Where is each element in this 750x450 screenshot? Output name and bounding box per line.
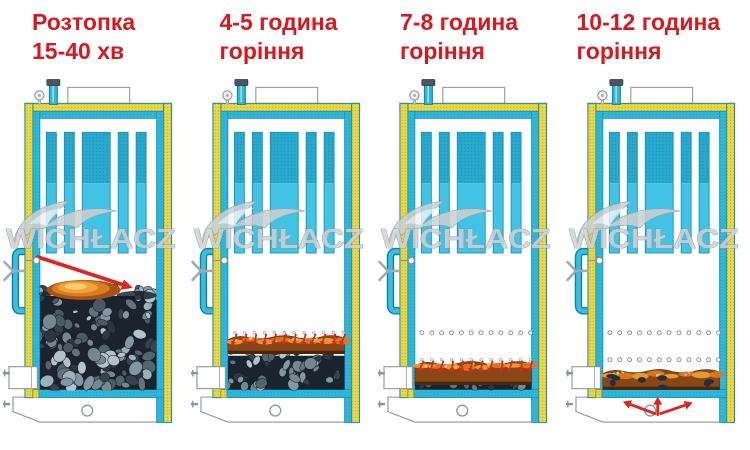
stage-column-4: 10-12 година горіння	[563, 0, 750, 450]
firebox-floor	[413, 389, 539, 399]
valve-handle	[565, 260, 588, 282]
stage-title: Розтопка 15-40 хв	[0, 0, 188, 78]
water-jacket-lining	[220, 110, 352, 423]
ash-drawer	[199, 396, 352, 423]
secondary-air-nozzle	[399, 256, 415, 265]
boiler-diagram-stage-2: WICHŁACZ	[190, 79, 363, 424]
air-holes-row	[606, 330, 721, 336]
ash-drawer	[574, 396, 727, 423]
valve-handle	[378, 260, 401, 282]
stage-title: 10-12 година горіння	[563, 0, 750, 78]
flue-outlet-box	[442, 86, 506, 105]
boiler-outer-wall	[586, 102, 735, 424]
flue-outlet-box	[67, 86, 131, 105]
air-jet-arrows	[417, 358, 534, 373]
boiler-diagram-stage-3: WICHŁACZ	[377, 79, 551, 424]
firebox-floor	[225, 389, 352, 399]
stage-column-1: Розтопка 15-40 хв	[0, 0, 188, 450]
watermark-text: WICHŁACZ	[568, 223, 738, 254]
loading-door	[570, 366, 601, 390]
watermark-text: WICHŁACZ	[193, 223, 363, 254]
secondary-air-nozzle	[587, 256, 603, 265]
door-bolt-handle	[190, 369, 198, 377]
watermark-swoosh	[13, 200, 117, 242]
coal-pile	[39, 283, 157, 391]
loading-door	[195, 366, 226, 390]
brand-watermark: WICHŁACZ	[381, 200, 551, 254]
flame-spot	[38, 279, 157, 300]
stage-title-line1: Розтопка	[32, 9, 136, 35]
door-bolt-handle	[565, 400, 573, 408]
drawer-air-hole	[268, 404, 281, 417]
air-holes-row	[606, 357, 721, 363]
watermark-swoosh	[575, 200, 680, 242]
ignition-arrow	[36, 255, 133, 290]
door-bolt-handle	[377, 400, 385, 408]
heat-exchanger-fins	[233, 131, 335, 254]
loading-door	[8, 366, 38, 390]
chimney-stub	[233, 79, 248, 105]
brand-watermark: WICHŁACZ	[193, 200, 363, 254]
air-jet-arrows	[230, 331, 346, 346]
bottom-air-arrows	[622, 396, 693, 416]
secondary-air-nozzle	[212, 256, 228, 265]
water-jacket-lining	[407, 110, 539, 423]
stage-title: 7-8 година горіння	[375, 0, 563, 78]
watermark-text: WICHŁACZ	[6, 223, 176, 254]
watermark-text: WICHŁACZ	[381, 223, 551, 254]
secondary-air-nozzle	[24, 256, 40, 265]
stage-title-line1: 4-5 година	[219, 9, 338, 35]
brand-watermark: WICHŁACZ	[6, 200, 176, 254]
stage-title-line1: 10-12 година	[576, 9, 721, 35]
stage-title-line2: горіння	[400, 38, 485, 64]
valve-handle	[190, 260, 213, 282]
stage-title-line2: 15-40 хв	[32, 38, 125, 64]
flue-outlet-box	[629, 86, 693, 105]
ember-layer	[226, 335, 351, 355]
flue-outlet-box	[254, 86, 318, 105]
door-bolt-handle	[190, 400, 198, 408]
stage-title-line1: 7-8 година	[400, 9, 519, 35]
drawer-air-hole	[456, 404, 469, 417]
stage-column-3: 7-8 година горіння	[375, 0, 563, 450]
stage-title: 4-5 година горіння	[188, 0, 376, 78]
pressure-gauge	[221, 90, 233, 105]
watermark-swoosh	[388, 200, 492, 242]
ember-layer	[600, 369, 724, 390]
drawer-air-hole	[81, 404, 94, 417]
boiler-diagram-stage-4: WICHŁACZ	[565, 79, 738, 424]
valve-handle	[3, 260, 26, 282]
ash-drawer	[387, 396, 540, 423]
door-bolt-handle	[2, 400, 10, 408]
boiler-diagram-stage-1: WICHŁACZ	[2, 79, 176, 424]
door-bolt-handle	[565, 369, 573, 377]
firebox-floor	[38, 389, 164, 399]
chimney-stub	[421, 79, 436, 105]
ember-layer	[412, 361, 539, 385]
water-jacket-lining	[595, 110, 727, 423]
door-bolt-handle	[2, 369, 10, 377]
pressure-gauge	[34, 90, 45, 105]
chimney-stub	[608, 79, 623, 105]
stage-column-2: 4-5 година горіння	[188, 0, 376, 450]
air-holes-row	[419, 330, 533, 336]
ash-drawer	[12, 396, 165, 423]
stage-title-line2: горіння	[576, 38, 662, 64]
brand-watermark: WICHŁACZ	[568, 200, 738, 254]
firebox-floor	[600, 389, 727, 399]
pressure-gauge	[596, 90, 608, 105]
water-jacket-lining	[32, 110, 164, 423]
stage-title-line2: горіння	[219, 38, 305, 64]
watermark-swoosh	[200, 200, 305, 242]
loading-door	[383, 366, 413, 390]
pressure-gauge	[409, 90, 420, 105]
door-bolt-handle	[377, 369, 385, 377]
chimney-stub	[46, 79, 61, 105]
